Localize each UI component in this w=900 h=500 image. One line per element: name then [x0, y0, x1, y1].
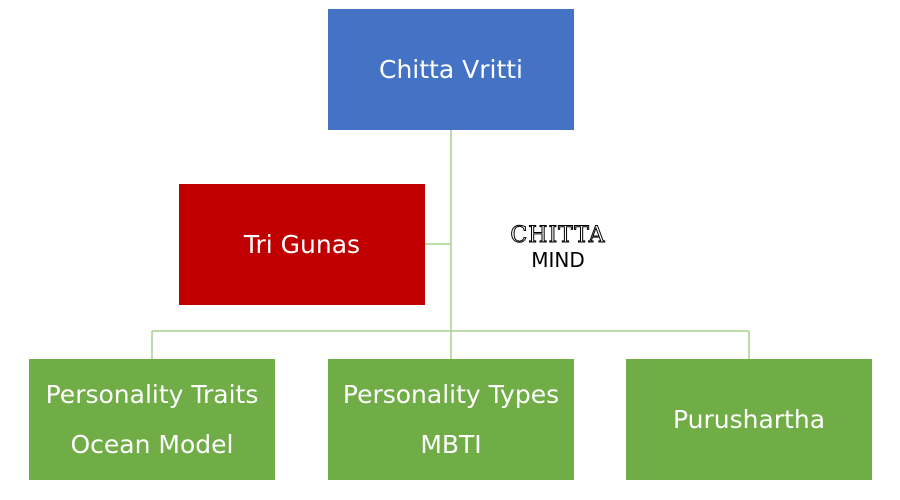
child-node-line: Purushartha	[672, 404, 826, 434]
annotation-line-2: MIND	[531, 248, 585, 272]
child-node-line: Personality Types	[342, 379, 560, 409]
root-node-label: Chitta Vritti	[379, 55, 523, 84]
child-node-personality-traits[interactable]: Personality Traits Ocean Model	[29, 359, 275, 480]
annotation-text: CHITTA MIND	[498, 223, 618, 272]
annotation-line-1: CHITTA	[510, 223, 606, 248]
child-node-line: Personality Traits	[45, 379, 259, 409]
root-node[interactable]: Chitta Vritti	[328, 9, 574, 130]
assistant-node[interactable]: Tri Gunas	[179, 184, 425, 305]
child-node-line: Ocean Model	[70, 429, 234, 459]
assistant-node-label: Tri Gunas	[243, 230, 361, 259]
child-node-line: MBTI	[420, 429, 482, 459]
child-node-purushartha[interactable]: Purushartha	[626, 359, 872, 480]
child-node-personality-types[interactable]: Personality Types MBTI	[328, 359, 574, 480]
